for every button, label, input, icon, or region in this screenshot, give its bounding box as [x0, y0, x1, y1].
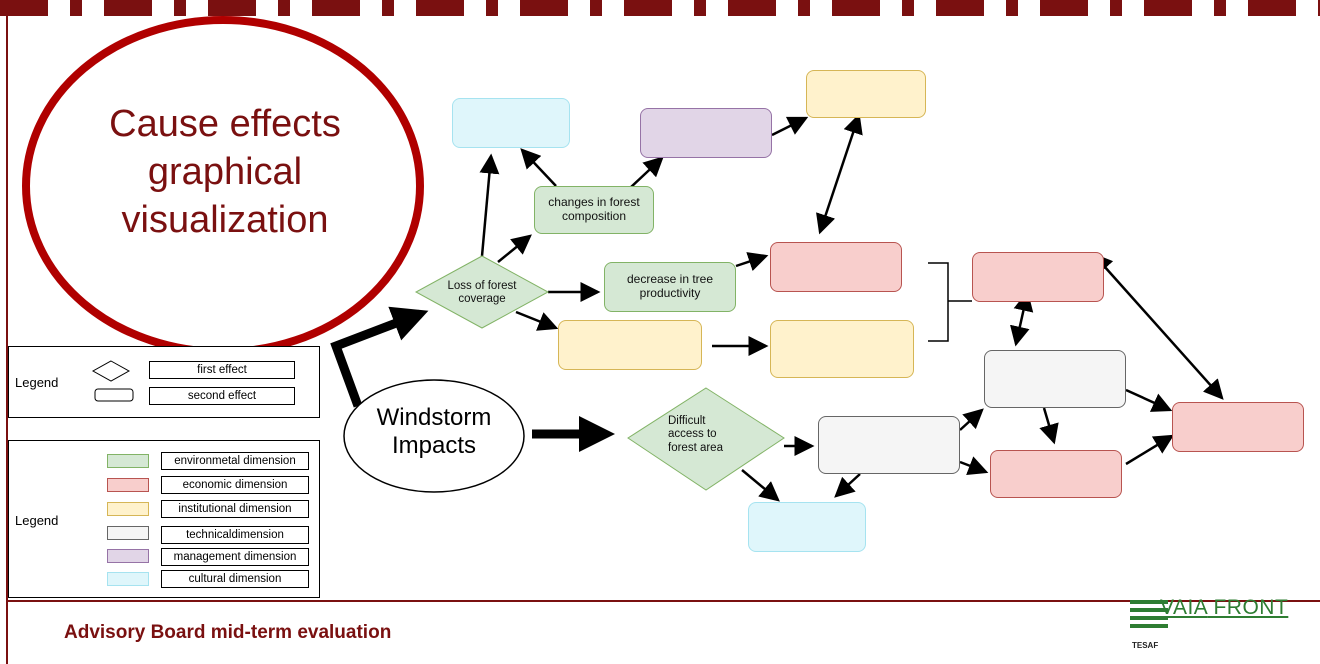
- left-border: [6, 14, 8, 664]
- diamond-loss-forest-coverage: [414, 255, 550, 329]
- legend-second-effect: second effect: [149, 387, 295, 405]
- swatch-environmental: [107, 454, 149, 468]
- swatch-cultural: [107, 572, 149, 586]
- institutional-box-2: [770, 320, 914, 378]
- swatch-economic: [107, 478, 149, 492]
- cultural-box-2: [748, 502, 866, 552]
- box-decrease-tree-productivity-label: decrease in tree productivity: [626, 272, 714, 300]
- economic-box-1: [770, 242, 902, 292]
- technical-box-2: [818, 416, 960, 474]
- legend-environmental: environmetal dimension: [161, 452, 309, 470]
- logo-stripes: [1130, 600, 1168, 628]
- legend-economic: economic dimension: [161, 476, 309, 494]
- legend-dimensions-title: Legend: [15, 513, 59, 528]
- top-dashed-band: [0, 0, 1320, 16]
- legend-technical: technicaldimension: [161, 526, 309, 544]
- box-changes-forest-composition: [534, 186, 654, 234]
- legend-dimensions: Legend environmetal dimension economic d…: [8, 440, 320, 598]
- swatch-institutional: [107, 502, 149, 516]
- diamond-icon: [91, 360, 131, 382]
- logo-text: VAIA FRONT: [1160, 596, 1288, 620]
- footer-text: Advisory Board mid-term evaluation: [64, 622, 392, 643]
- management-box: [640, 108, 772, 158]
- windstorm-ellipse: [343, 379, 525, 493]
- diamond-difficult-access-label: Difficult access to forest area: [668, 415, 723, 454]
- slide-title: Cause effects graphical visualization: [109, 103, 341, 241]
- legend-shapes: Legend first effect second effect: [8, 346, 320, 418]
- cultural-box: [452, 98, 570, 148]
- diamond-loss-forest-coverage-label: Loss of forest coverage: [447, 279, 517, 305]
- institutional-box-1: [558, 320, 702, 370]
- swatch-technical: [107, 526, 149, 540]
- swatch-management: [107, 549, 149, 563]
- economic-box-2: [972, 252, 1104, 302]
- legend-cultural: cultural dimension: [161, 570, 309, 588]
- legend-institutional: institutional dimension: [161, 500, 309, 518]
- logo-brand-suffix: FRONT: [1213, 596, 1289, 619]
- footer-divider: [8, 600, 1320, 602]
- diamond-difficult-access: [627, 387, 785, 491]
- logo-brand-prefix: VAIA: [1160, 596, 1208, 619]
- legend-shapes-title: Legend: [15, 375, 59, 390]
- box-decrease-tree-productivity: [604, 262, 736, 312]
- legend-shape-icons: [91, 360, 134, 402]
- box-changes-forest-composition-label: changes in forest composition: [548, 195, 640, 223]
- economic-box-4: [1172, 402, 1304, 452]
- institutional-box-top: [806, 70, 926, 118]
- windstorm-label: Windstorm Impacts: [376, 404, 492, 459]
- rounded-rect-icon: [94, 388, 134, 402]
- technical-box-1: [984, 350, 1126, 408]
- economic-box-3: [990, 450, 1122, 498]
- legend-management: management dimension: [161, 548, 309, 566]
- legend-first-effect: first effect: [149, 361, 295, 379]
- logo-subtext: TESAF: [1132, 641, 1159, 650]
